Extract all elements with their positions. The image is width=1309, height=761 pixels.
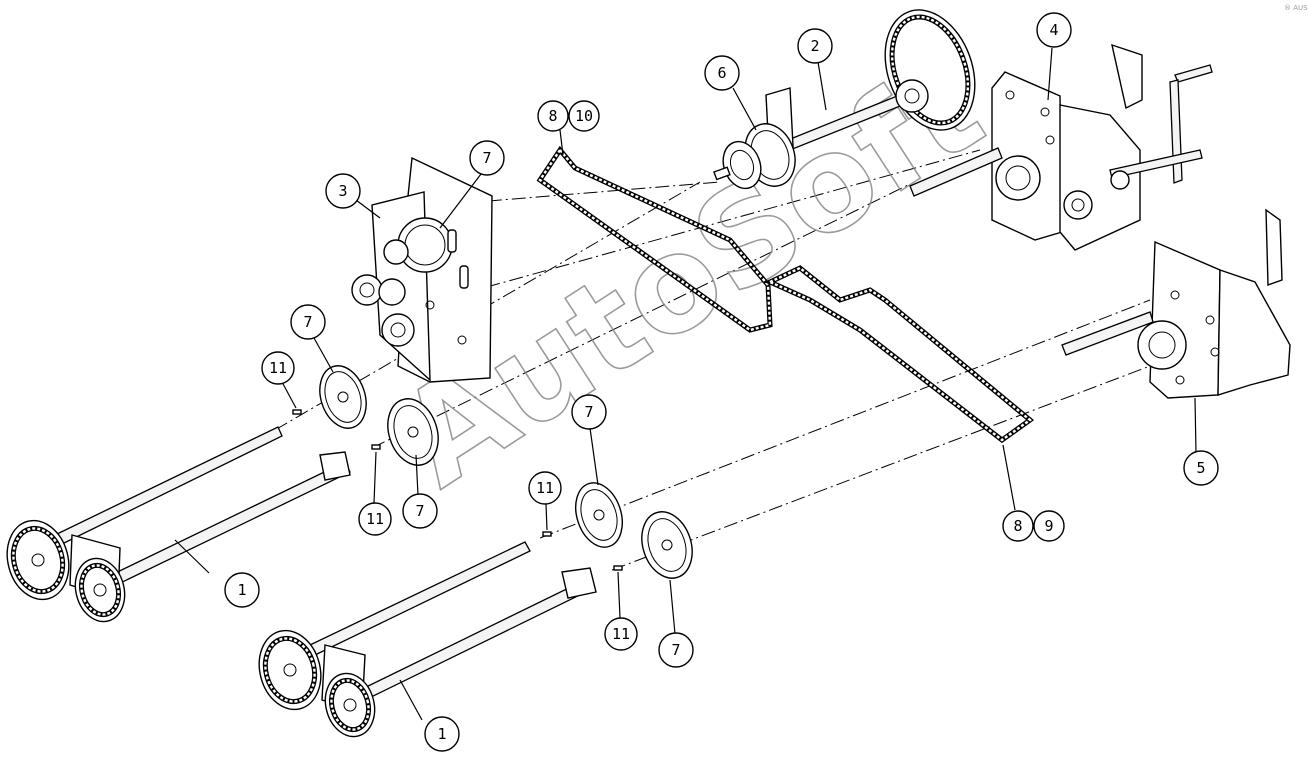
callout-label: 11 xyxy=(536,479,554,497)
callout-label: 7 xyxy=(415,502,424,520)
callout-label: 11 xyxy=(269,359,287,377)
callout-11b: 11 xyxy=(358,502,392,536)
callout-2: 2 xyxy=(797,28,833,64)
callout-11a: 11 xyxy=(261,351,295,385)
part-7-sprocket-c xyxy=(575,482,623,548)
callout-label: 2 xyxy=(810,37,819,55)
part-7-sprocket-a xyxy=(319,365,367,429)
callout-7e: 7 xyxy=(658,632,694,668)
callout-label: 7 xyxy=(303,313,312,331)
callout-label: 11 xyxy=(612,625,630,643)
callout-label: 1 xyxy=(237,581,246,599)
callout-label: 7 xyxy=(584,403,593,421)
callout-11d: 11 xyxy=(604,617,638,651)
callout-label: 11 xyxy=(366,510,384,528)
callout-5: 5 xyxy=(1183,450,1219,486)
callout-7b: 7 xyxy=(290,304,326,340)
callout-1b: 1 xyxy=(424,716,460,752)
callout-label: 7 xyxy=(482,149,491,167)
callout-4: 4 xyxy=(1036,12,1072,48)
callout-1a: 1 xyxy=(224,572,260,608)
callout-label: 5 xyxy=(1196,459,1205,477)
part-4-upper-housing xyxy=(909,43,1213,251)
callout-label: 4 xyxy=(1049,21,1058,39)
part-3-gearbox xyxy=(351,156,493,383)
leader-lines xyxy=(174,47,1197,721)
part-2-drive-shaft xyxy=(787,9,976,151)
callout-8-lower: 8 xyxy=(1002,510,1034,542)
part-7-sprocket-d xyxy=(641,511,693,579)
callout-8-upper: 8 xyxy=(537,100,569,132)
callout-11c: 11 xyxy=(528,471,562,505)
callout-7d: 7 xyxy=(571,394,607,430)
callout-label: 6 xyxy=(717,64,726,82)
callout-10: 10 xyxy=(568,100,600,132)
callout-label: 7 xyxy=(671,641,680,659)
part-7-sprocket-b xyxy=(387,398,439,466)
part-6-clutch-assembly xyxy=(713,87,796,190)
part-5-lower-housing xyxy=(1061,208,1291,399)
callout-9: 9 xyxy=(1033,510,1065,542)
callout-label: 8 xyxy=(1013,517,1022,535)
chain-loops xyxy=(536,145,1035,444)
callout-6: 6 xyxy=(704,55,740,91)
callout-label: 1 xyxy=(437,725,446,743)
part-11-keys xyxy=(292,409,623,571)
part-1-shaft-assembly-upper xyxy=(6,426,351,623)
callout-3: 3 xyxy=(325,173,361,209)
callout-label: 9 xyxy=(1044,517,1053,535)
callout-label: 8 xyxy=(548,107,557,125)
part-1-shaft-assembly-lower xyxy=(258,541,597,738)
callout-7a: 7 xyxy=(469,140,505,176)
corner-mark: ® AUS xyxy=(1284,4,1308,12)
callout-7c: 7 xyxy=(402,493,438,529)
callout-label: 10 xyxy=(575,107,593,125)
callout-label: 3 xyxy=(338,182,347,200)
